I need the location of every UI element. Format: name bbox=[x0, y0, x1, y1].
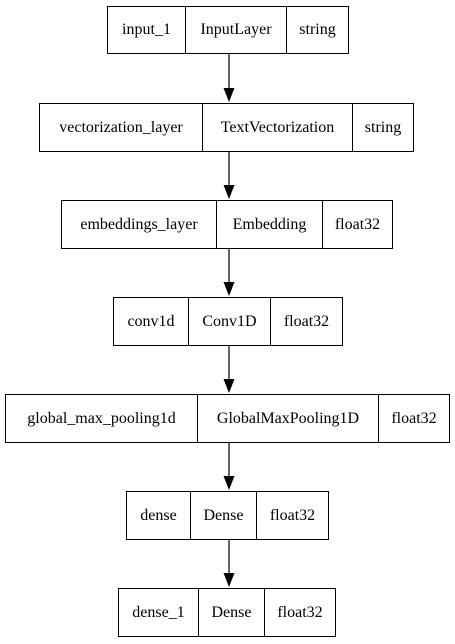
layer-node-embeddings-layer: embeddings_layer Embedding float32 bbox=[61, 200, 393, 249]
layer-type: Embedding bbox=[216, 201, 322, 248]
layer-type: InputLayer bbox=[185, 7, 286, 53]
edge-dense-to-dense-1 bbox=[223, 539, 235, 587]
layer-node-input-1: input_1 InputLayer string bbox=[107, 6, 349, 54]
layer-node-dense: dense Dense float32 bbox=[126, 491, 329, 540]
layer-name: dense_1 bbox=[132, 603, 185, 621]
layer-dtype: float32 bbox=[322, 201, 392, 248]
layer-type: TextVectorization bbox=[202, 104, 352, 151]
layer-dtype: string bbox=[286, 7, 348, 53]
layer-name: vectorization_layer bbox=[59, 118, 183, 136]
layer-dtype: float32 bbox=[378, 395, 449, 442]
layer-node-conv1d: conv1d Conv1D float32 bbox=[113, 297, 343, 346]
layer-node-global-max-pooling1d: global_max_pooling1d GlobalMaxPooling1D … bbox=[5, 394, 450, 443]
layer-type: Dense bbox=[198, 589, 264, 636]
layer-dtype: float32 bbox=[264, 589, 335, 636]
layer-name: conv1d bbox=[127, 312, 175, 330]
layer-node-vectorization-layer: vectorization_layer TextVectorization st… bbox=[39, 103, 414, 152]
layer-dtype: float32 bbox=[256, 492, 328, 539]
edge-vectorization-to-embeddings bbox=[223, 151, 235, 199]
layer-name: global_max_pooling1d bbox=[27, 409, 176, 427]
layer-type: GlobalMaxPooling1D bbox=[197, 395, 378, 442]
layer-type: Dense bbox=[190, 492, 256, 539]
layer-type: Conv1D bbox=[188, 298, 270, 345]
layer-name: embeddings_layer bbox=[80, 215, 198, 233]
layer-name: dense bbox=[140, 506, 177, 524]
layer-dtype: string bbox=[352, 104, 413, 151]
layer-name: input_1 bbox=[122, 21, 171, 38]
layer-node-dense-1: dense_1 Dense float32 bbox=[118, 588, 336, 637]
layer-dtype: float32 bbox=[270, 298, 342, 345]
edge-global-max-pooling-to-dense bbox=[223, 442, 235, 490]
edge-embeddings-to-conv1d bbox=[223, 248, 235, 296]
edge-input-to-vectorization bbox=[223, 53, 235, 102]
edge-conv1d-to-global-max-pooling bbox=[223, 345, 235, 393]
